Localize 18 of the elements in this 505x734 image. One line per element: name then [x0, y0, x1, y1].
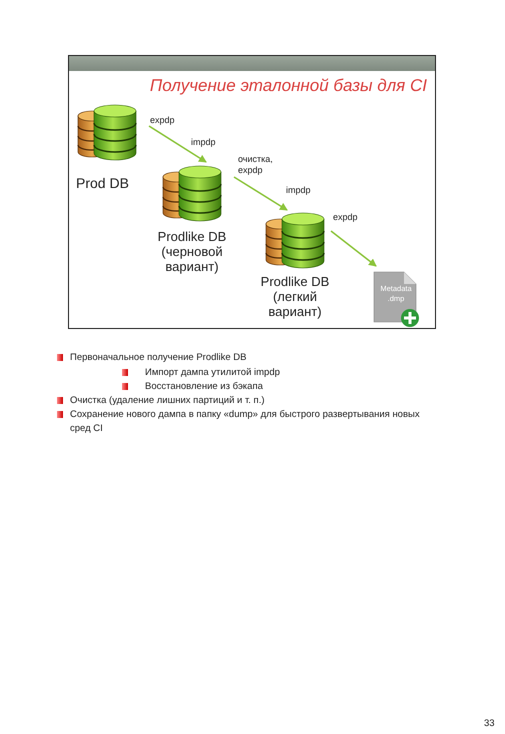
step-label: expdp [150, 115, 176, 126]
arrow [330, 230, 377, 267]
arrow [234, 176, 288, 211]
bullet-text: Сохранение нового дампа в папку «dump» для быстрого развертывания новых сред CI [70, 408, 421, 436]
bullet-text: Восстановление из бэкапа [145, 380, 264, 394]
step-label: impdp [286, 185, 312, 196]
database-label: Prod DB [76, 176, 129, 191]
step-label: очистка, expdp [238, 154, 274, 176]
page-number: 33 [484, 717, 496, 731]
slide-title: Получение эталонной базы для CI [148, 76, 427, 96]
bullet-text: Очистка (удаление лишних партиций и т. п.) [70, 394, 266, 408]
bullet-text: Первоначальное получение Prodlike DB [70, 351, 248, 365]
database-label: Prodlike DB (легкий вариант) [260, 274, 330, 319]
bullet-text: Импорт дампа утилитой impdp [145, 366, 281, 380]
arrow [148, 125, 207, 163]
step-label: impdp [191, 137, 217, 148]
step-label: expdp [333, 212, 359, 223]
database-label: Prodlike DB (черновой вариант) [156, 229, 228, 274]
